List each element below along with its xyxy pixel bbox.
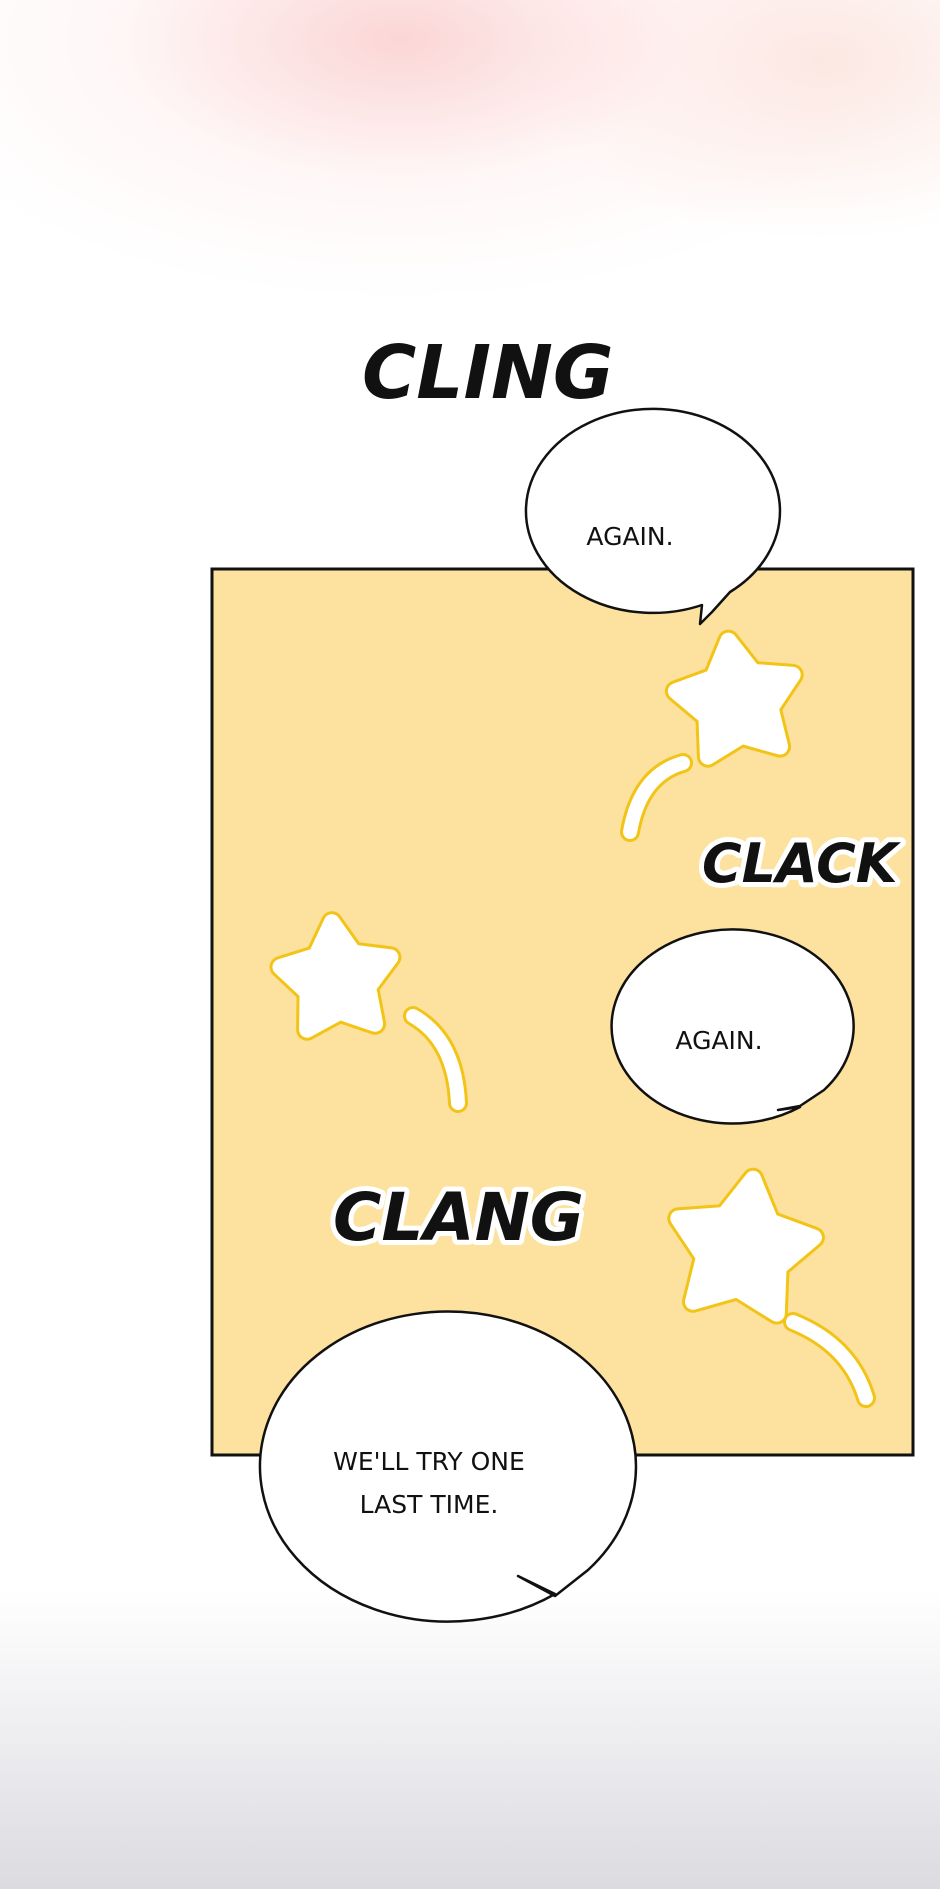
motion-arc (406, 1009, 465, 1110)
bubble-3-line-2: LAST TIME. (360, 1490, 499, 1519)
bubble-2-text: AGAIN. (675, 1026, 762, 1055)
sfx-clack: CLACK (702, 832, 902, 895)
sfx-cling: CLING (362, 330, 614, 416)
motion-arc (786, 1315, 873, 1405)
star-icon (667, 632, 801, 765)
bubble-1-text: AGAIN. (586, 522, 673, 551)
speech-bubble-1: AGAIN. (524, 407, 782, 626)
bubble-3-line-1: WE'LL TRY ONE (333, 1447, 525, 1476)
gray-bottom-background (0, 1589, 940, 1889)
motion-arc (623, 756, 690, 839)
star-icon (272, 914, 399, 1038)
speech-bubble-3: WE'LL TRY ONE LAST TIME. (258, 1310, 638, 1623)
star-icon (670, 1170, 822, 1322)
pink-glow-background (0, 0, 940, 460)
sfx-clang: CLANG (333, 1179, 584, 1256)
speech-bubble-2: AGAIN. (610, 928, 855, 1125)
